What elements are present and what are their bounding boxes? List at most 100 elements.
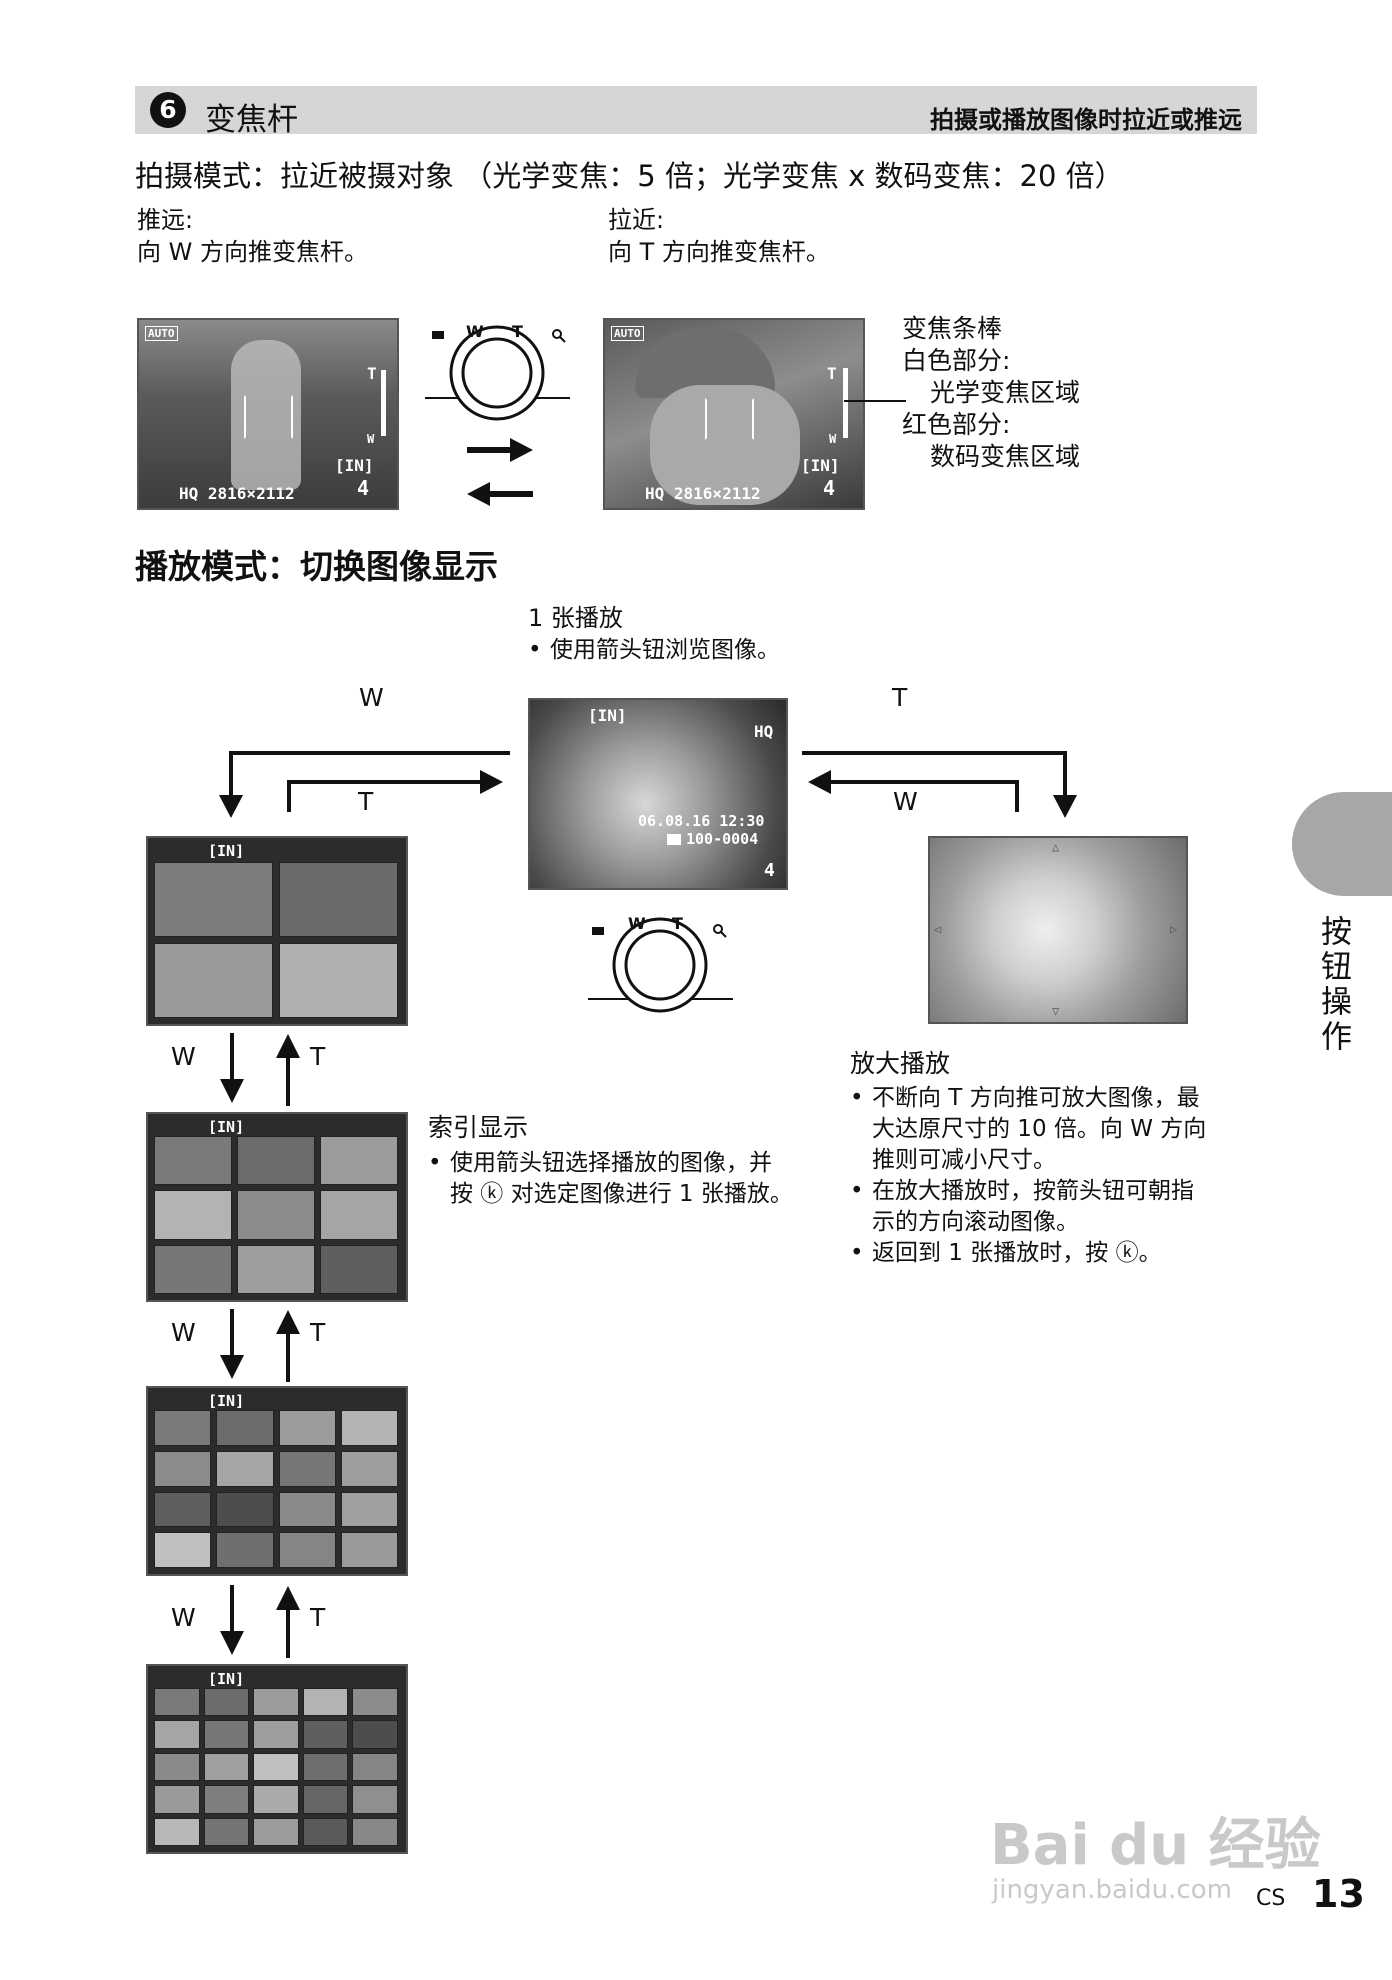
thumbnail[interactable]	[340, 1532, 398, 1568]
thumbnail[interactable]	[154, 1491, 212, 1528]
memory-indicator: [IN]	[208, 1392, 245, 1410]
section-description: 拍摄或播放图像时拉近或推远	[930, 106, 1242, 134]
thumbnail[interactable]	[237, 1136, 315, 1186]
thumbnail[interactable]	[237, 1190, 315, 1240]
label-t-top-right: T	[892, 683, 908, 712]
label-w-right: W	[893, 787, 918, 816]
lever-t-label: T	[512, 322, 523, 341]
thumbnail[interactable]	[278, 1410, 336, 1446]
auto-mode-icon: AUTO	[611, 326, 644, 341]
thumbnail[interactable]	[203, 1785, 250, 1814]
thumbnail[interactable]	[278, 1532, 336, 1568]
thumbnail[interactable]	[216, 1450, 274, 1487]
thumbnail[interactable]	[253, 1785, 299, 1814]
thumbnail[interactable]	[352, 1817, 398, 1846]
thumbnail[interactable]	[203, 1752, 250, 1782]
thumbnail[interactable]	[279, 943, 398, 1018]
index-display-bullets: 使用箭头钮选择播放的图像，并 按 ⓚ 对选定图像进行 1 张播放。	[428, 1148, 793, 1210]
thumbnail[interactable]	[216, 1532, 274, 1568]
thumbnail[interactable]	[253, 1817, 299, 1846]
thumbnail[interactable]	[320, 1136, 398, 1186]
direction-arrows	[467, 438, 533, 506]
zoom-bullet-1-line3: 推则可减小尺寸。	[872, 1147, 1056, 1173]
lever-w-label-playback: W	[628, 914, 646, 933]
zoom-out-text: 向 W 方向推变焦杆。	[137, 238, 368, 266]
thumbnail[interactable]	[302, 1720, 349, 1749]
section-side-tab	[1292, 792, 1392, 896]
thumbnail[interactable]	[203, 1720, 250, 1749]
side-tab-label: 按钮操作	[1315, 915, 1351, 1055]
thumbnail[interactable]	[154, 1752, 200, 1782]
thumbnail[interactable]	[352, 1785, 398, 1814]
thumbnail[interactable]	[154, 1688, 200, 1717]
thumbnail[interactable]	[253, 1752, 299, 1782]
zoom-playback-bullets: 不断向 T 方向推可放大图像，最 大达原尺寸的 10 倍。向 W 方向 推则可减…	[850, 1083, 1250, 1269]
label-w: W	[171, 1318, 196, 1347]
thumbnail[interactable]	[154, 1244, 232, 1294]
photo-faces	[650, 385, 800, 505]
thumbnail[interactable]	[154, 1785, 200, 1814]
thumbnail[interactable]	[279, 862, 398, 937]
auto-mode-icon: AUTO	[145, 326, 178, 341]
memory-indicator: [IN]	[335, 456, 374, 475]
camera-screen-tele: AUTO T W [IN] 4 HQ 2816×2112	[603, 318, 865, 510]
scroll-right-icon: ▷	[1170, 922, 1178, 936]
thumbnail[interactable]	[154, 1720, 200, 1749]
file-number: 100-0004	[686, 830, 759, 848]
index-bullet-line2: 按 ⓚ 对选定图像进行 1 张播放。	[450, 1181, 793, 1207]
thumbnail[interactable]	[216, 1410, 274, 1446]
thumbnail[interactable]	[302, 1752, 349, 1782]
index-screen-4: [IN]	[146, 836, 408, 1026]
thumbnail[interactable]	[237, 1244, 315, 1294]
thumbnail[interactable]	[154, 862, 273, 937]
thumbnail[interactable]	[154, 1450, 212, 1487]
watermark-url: jingyan.baidu.com	[992, 1875, 1232, 1905]
thumbnail[interactable]	[352, 1720, 398, 1749]
thumbnail[interactable]	[154, 1817, 200, 1846]
white-part-label: 白色部分:	[902, 346, 1011, 375]
thumbnail[interactable]	[253, 1720, 299, 1749]
thumbnail[interactable]	[203, 1817, 250, 1846]
thumbnail[interactable]	[154, 943, 273, 1018]
memory-indicator: [IN]	[801, 456, 840, 475]
af-frame	[705, 398, 754, 440]
camera-screen-wide: AUTO T W [IN] 4 HQ 2816×2112	[137, 318, 399, 510]
thumbnail[interactable]	[340, 1450, 398, 1487]
label-w: W	[171, 1603, 196, 1632]
date-time: 06.08.16 12:30	[638, 812, 765, 830]
thumbnail[interactable]	[302, 1688, 349, 1717]
thumbnail-grid	[154, 1136, 398, 1294]
flow-arrows-top	[219, 751, 1077, 818]
remaining-count: 4	[823, 476, 836, 500]
thumbnail[interactable]	[340, 1410, 398, 1446]
thumbnail[interactable]	[154, 1532, 212, 1568]
zoom-w-label: W	[829, 432, 837, 446]
thumbnail[interactable]	[320, 1190, 398, 1240]
zoom-out-label: 推远:	[137, 206, 194, 234]
thumbnail[interactable]	[216, 1491, 274, 1528]
zoom-bullet-1-line2: 大达原尺寸的 10 倍。向 W 方向	[872, 1116, 1207, 1142]
scroll-down-icon: ▽	[1052, 1004, 1060, 1018]
photo-flowers	[530, 700, 786, 888]
thumbnail[interactable]	[352, 1752, 398, 1782]
thumbnail[interactable]	[154, 1136, 232, 1186]
zoom-w-label: W	[367, 432, 375, 446]
thumbnail[interactable]	[352, 1688, 398, 1717]
thumbnail[interactable]	[154, 1190, 232, 1240]
zoom-playback-title: 放大播放	[850, 1049, 951, 1078]
section-header-bar	[135, 86, 1257, 134]
af-frame	[244, 395, 293, 439]
index-arrows-1	[220, 1033, 300, 1106]
thumbnail[interactable]	[320, 1244, 398, 1294]
memory-indicator: [IN]	[208, 842, 245, 860]
photo-subject	[231, 340, 301, 490]
thumbnail[interactable]	[203, 1688, 250, 1717]
folder-icon	[667, 834, 681, 845]
thumbnail[interactable]	[302, 1817, 349, 1846]
thumbnail[interactable]	[253, 1688, 299, 1717]
thumbnail[interactable]	[278, 1450, 336, 1487]
thumbnail[interactable]	[302, 1785, 349, 1814]
thumbnail[interactable]	[278, 1491, 336, 1528]
thumbnail[interactable]	[154, 1410, 212, 1446]
thumbnail[interactable]	[340, 1491, 398, 1528]
